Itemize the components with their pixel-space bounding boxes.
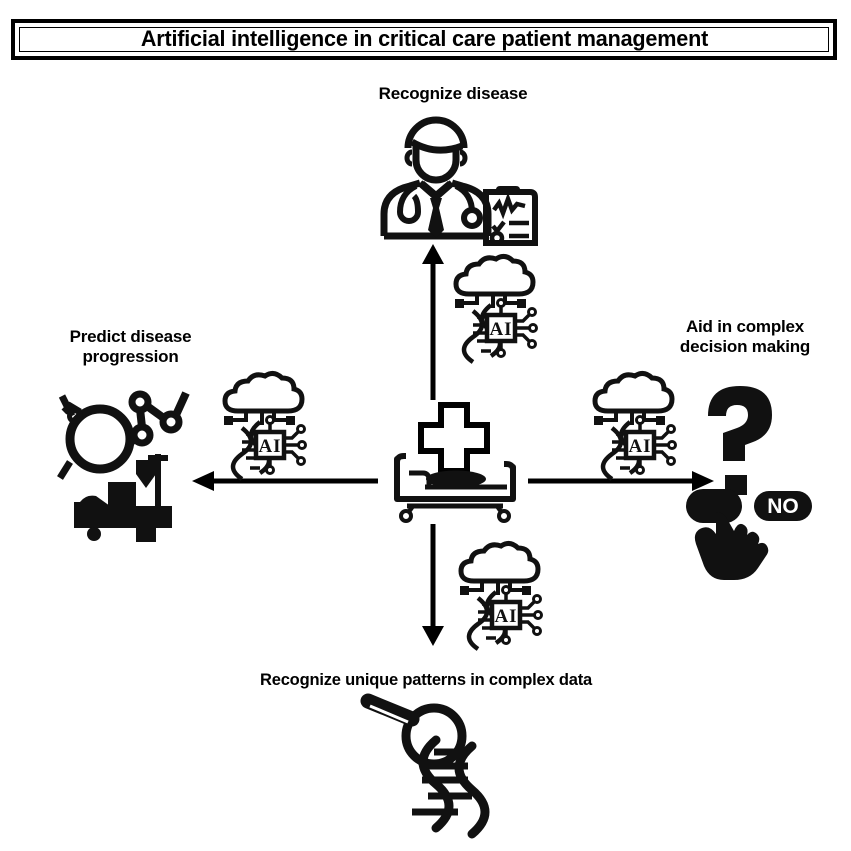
arrow-up-to-recognize-disease [418, 244, 448, 400]
ai-cloud-dna-chip-icon-left: AI [216, 370, 308, 481]
arrow-left-to-predict-disease-progression [192, 468, 378, 494]
ai-cloud-dna-chip-icon-top: AI [447, 253, 539, 364]
ai-cloud-dna-chip-icon-right: AI [586, 370, 678, 481]
ai-cloud-dna-chip-icon-bottom: AI [452, 540, 544, 651]
doctor-with-clipboard-icon [376, 108, 541, 246]
figure-title-banner: Artificial intelligence in critical care… [11, 19, 837, 60]
hospital-bed-with-medical-cross-icon [379, 402, 529, 523]
node-label-aid-in-complex-decision-making: Aid in complex decision making [679, 317, 811, 357]
node-label-predict-disease-progression: Predict disease progression [69, 327, 192, 367]
operating-room-equipment-icon [57, 382, 198, 542]
ai-chip-label: AI [628, 436, 651, 457]
ai-chip-label: AI [489, 319, 512, 340]
arrow-right-to-aid-in-complex-decision-making [528, 468, 714, 494]
arrow-down-to-recognize-unique-patterns [418, 524, 448, 646]
ai-chip-label: AI [494, 606, 517, 627]
figure-title: Artificial intelligence in critical care… [140, 26, 708, 52]
decision-badge-label: NO [767, 495, 799, 518]
node-label-recognize-unique-patterns: Recognize unique patterns in complex dat… [260, 671, 592, 689]
ai-chip-label: AI [258, 436, 281, 457]
magnifier-dna-icon [348, 693, 503, 840]
question-mark-hand-decision-icon: NO [686, 383, 824, 580]
node-label-recognize-disease: Recognize disease [378, 84, 528, 103]
